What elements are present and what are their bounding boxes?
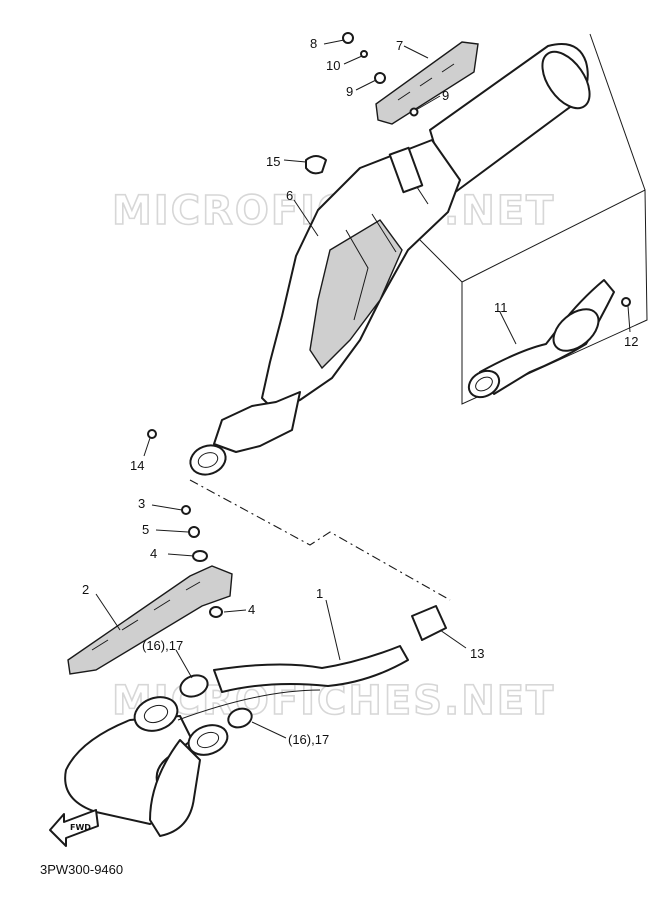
- callout-4b: 4: [248, 602, 255, 617]
- callout-16-17a: (16),17: [142, 638, 183, 653]
- bolt-8: [342, 32, 354, 44]
- bolt-12: [621, 297, 631, 307]
- washer-10: [360, 50, 368, 58]
- grommet-4b: [209, 606, 223, 618]
- callout-8: 8: [310, 36, 317, 51]
- callout-13: 13: [470, 646, 484, 661]
- small-parts: [147, 32, 631, 729]
- callout-12: 12: [624, 334, 638, 349]
- callout-9a: 9: [346, 84, 353, 99]
- callout-9b: 9: [442, 88, 449, 103]
- callout-2: 2: [82, 582, 89, 597]
- front-direction-arrow: FWD: [49, 809, 99, 847]
- bolt-3: [181, 505, 191, 515]
- callout-6: 6: [286, 188, 293, 203]
- callout-10: 10: [326, 58, 340, 73]
- tailpipe-inset-frame: [419, 33, 648, 405]
- callout-7: 7: [396, 38, 403, 53]
- callout-labels: 1 2 3 4 4 5 6 7 8 9 9 10 11 12 13 14 15 …: [82, 36, 638, 747]
- connection-line: [189, 479, 451, 601]
- gasket-left: [179, 674, 209, 698]
- leader-lines: [95, 39, 631, 739]
- diagram-code: 3PW300-9460: [40, 862, 123, 877]
- bolt-14: [147, 429, 157, 439]
- sleeve-13: [411, 605, 447, 641]
- gasket-right: [227, 707, 253, 729]
- callout-3: 3: [138, 496, 145, 511]
- callout-4a: 4: [150, 546, 157, 561]
- callout-14: 14: [130, 458, 144, 473]
- heat-protector-lower: [67, 565, 233, 675]
- muffler-assembly: [189, 43, 591, 476]
- nut-9a: [374, 72, 386, 84]
- grommet-4a: [192, 550, 208, 562]
- grommet-15: [305, 155, 327, 175]
- callout-11: 11: [494, 300, 508, 315]
- exhaust-pipe: [64, 645, 409, 837]
- callout-16-17b: (16),17: [288, 732, 329, 747]
- callout-15: 15: [266, 154, 280, 169]
- heat-protector-upper: [375, 41, 479, 125]
- callout-5: 5: [142, 522, 149, 537]
- callout-1: 1: [316, 586, 323, 601]
- washer-5: [188, 526, 200, 538]
- front-arrow-label: FWD: [70, 823, 91, 832]
- tail-pipe: [467, 279, 615, 399]
- nut-9b: [409, 107, 419, 117]
